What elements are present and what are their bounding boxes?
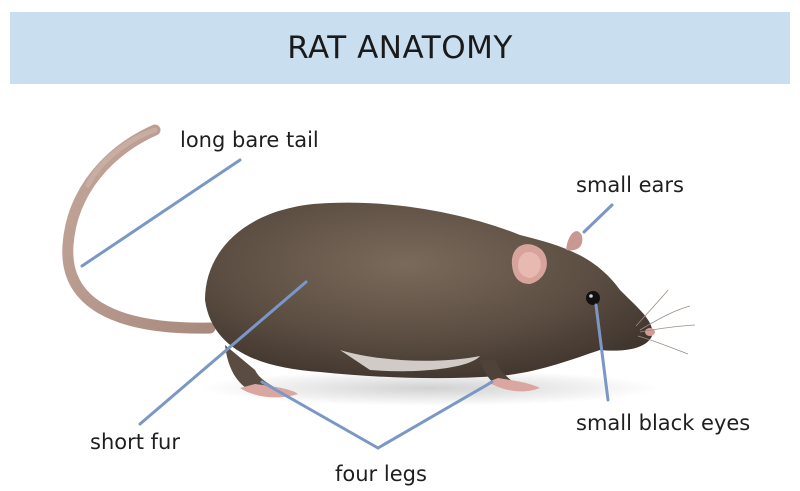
rat-eye (586, 291, 600, 305)
rat-eye-glint (589, 294, 593, 298)
leader-line-ears (584, 205, 612, 232)
label-four-legs: four legs (335, 462, 427, 486)
label-small-black-eyes: small black eyes (576, 411, 750, 435)
label-long-bare-tail: long bare tail (180, 128, 319, 152)
label-small-ears: small ears (576, 173, 684, 197)
label-short-fur: short fur (90, 430, 180, 454)
rat-nose (645, 328, 655, 336)
leader-line-tail (82, 160, 240, 266)
rat-ear-back (566, 231, 582, 250)
